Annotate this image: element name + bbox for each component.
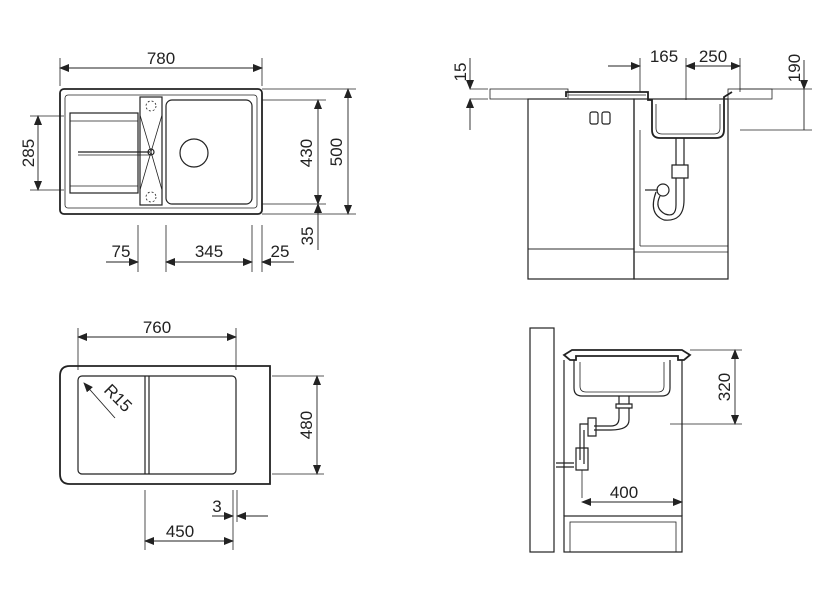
cutout-view: R15 760 480 3 450 (59, 318, 324, 550)
dim-285: 285 (19, 139, 38, 167)
dim-345: 345 (195, 242, 223, 261)
cutout-opening (77, 375, 237, 475)
drawer-box (563, 515, 683, 553)
dim-400: 400 (610, 483, 638, 502)
dim-250: 250 (699, 47, 727, 66)
drain-hole-icon (179, 138, 209, 168)
dim-25: 25 (271, 242, 290, 261)
dim-165: 165 (650, 47, 678, 66)
dim-3: 3 (212, 497, 221, 516)
sink-outline (59, 88, 263, 215)
drain-trap (652, 138, 689, 221)
knob-left-icon (589, 111, 599, 125)
sink-inner-outline (64, 94, 258, 209)
dim-width-780: 780 (147, 49, 175, 68)
appliance (527, 98, 635, 280)
top-view: 780 285 430 500 35 75 345 25 (19, 49, 356, 272)
wall-drain-trap (579, 396, 633, 464)
worktop-right (727, 88, 773, 100)
dim-75: 75 (112, 242, 131, 261)
dim-480: 480 (297, 411, 316, 439)
dim-500: 500 (327, 138, 346, 166)
dim-450: 450 (166, 522, 194, 541)
worktop-cutout (59, 365, 271, 485)
knob-right-icon (601, 111, 611, 125)
dim-320: 320 (715, 373, 734, 401)
side-view: 15 165 250 190 (451, 47, 812, 280)
tap-area (139, 96, 163, 206)
wall-view: 320 400 (529, 327, 742, 553)
dim-35: 35 (298, 227, 317, 246)
dim-430: 430 (297, 139, 316, 167)
cabinet (633, 98, 729, 280)
dim-r15: R15 (100, 380, 135, 415)
dim-width-760: 760 (143, 318, 171, 337)
drainer-area (69, 112, 139, 194)
wall (529, 327, 555, 553)
bowl (165, 99, 253, 205)
dim-15: 15 (451, 63, 470, 82)
tap-hole-bottom-icon (145, 191, 157, 203)
worktop-left (489, 88, 569, 100)
wall-sink-profile (562, 349, 692, 361)
sink-profile (565, 91, 733, 139)
tap-hole-top-icon (145, 100, 157, 112)
dim-190: 190 (785, 54, 804, 82)
